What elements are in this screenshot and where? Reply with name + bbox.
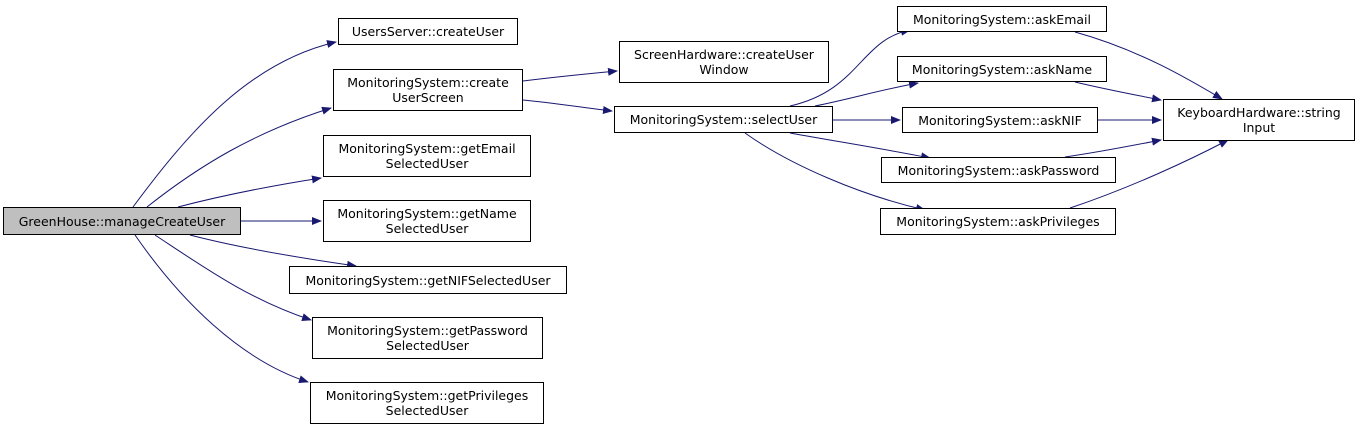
node-n1[interactable]: UsersServer::createUser	[338, 18, 518, 45]
node-label: MonitoringSystem::getName	[337, 206, 517, 221]
node-label: MonitoringSystem::getPrivileges	[325, 388, 529, 403]
node-label: SelectedUser	[385, 156, 469, 171]
edge-n2-n9	[522, 99, 613, 114]
edge-n14-n15	[1069, 139, 1229, 209]
node-label: MonitoringSystem::askNIF	[918, 112, 1082, 128]
edge-n9-n13	[789, 132, 931, 161]
node-label: MonitoringSystem::askPassword	[897, 162, 1100, 178]
node-label: UsersServer::createUser	[351, 24, 505, 39]
edge-n0-n3	[177, 175, 322, 208]
node-label: MonitoringSystem::askName	[911, 61, 1093, 77]
edge-n0-n5	[189, 234, 357, 269]
edge-n13-n15	[1064, 137, 1162, 158]
edge-n9-n10	[789, 27, 911, 107]
edge-n0-n1	[132, 40, 337, 208]
node-label: MonitoringSystem::getPassword	[327, 323, 528, 338]
node-label: MonitoringSystem::askEmail	[913, 11, 1091, 27]
node-label: KeyboardHardware::string	[1177, 105, 1341, 120]
node-label: MonitoringSystem::selectUser	[629, 112, 818, 127]
node-label: ScreenHardware::createUser	[634, 47, 814, 62]
node-n12[interactable]: MonitoringSystem::askNIF	[902, 107, 1098, 133]
node-label: UserScreen	[392, 90, 464, 105]
node-label: Input	[1242, 120, 1276, 135]
node-n0[interactable]: GreenHouse::manageCreateUser	[3, 207, 241, 235]
node-label: MonitoringSystem::create	[347, 75, 509, 90]
edge-n9-n11	[814, 80, 919, 107]
node-label: MonitoringSystem::getNIFSelectedUser	[305, 272, 551, 288]
node-label: GreenHouse::manageCreateUser	[18, 213, 226, 229]
node-label: MonitoringSystem::getEmail	[338, 141, 516, 156]
node-n10[interactable]: MonitoringSystem::askEmail	[897, 6, 1107, 32]
edge-n11-n15	[1074, 81, 1162, 103]
node-n13[interactable]: MonitoringSystem::askPassword	[881, 157, 1116, 183]
node-label: Window	[699, 62, 749, 77]
edge-n0-n6	[154, 234, 312, 321]
node-n9[interactable]: MonitoringSystem::selectUser	[614, 106, 833, 133]
node-label: SelectedUser	[385, 403, 469, 418]
edge-n10-n15	[1074, 31, 1223, 100]
node-label: SelectedUser	[385, 221, 469, 236]
node-n14[interactable]: MonitoringSystem::askPrivileges	[880, 208, 1116, 235]
edge-n2-n8	[522, 67, 618, 82]
edge-n9-n14	[744, 132, 926, 212]
node-n11[interactable]: MonitoringSystem::askName	[897, 56, 1107, 82]
edge-n0-n7	[134, 234, 309, 384]
node-label: SelectedUser	[386, 338, 469, 353]
node-label: MonitoringSystem::askPrivileges	[896, 214, 1100, 229]
node-n5[interactable]: MonitoringSystem::getNIFSelectedUser	[289, 266, 567, 294]
edge-n0-n2	[146, 106, 332, 208]
